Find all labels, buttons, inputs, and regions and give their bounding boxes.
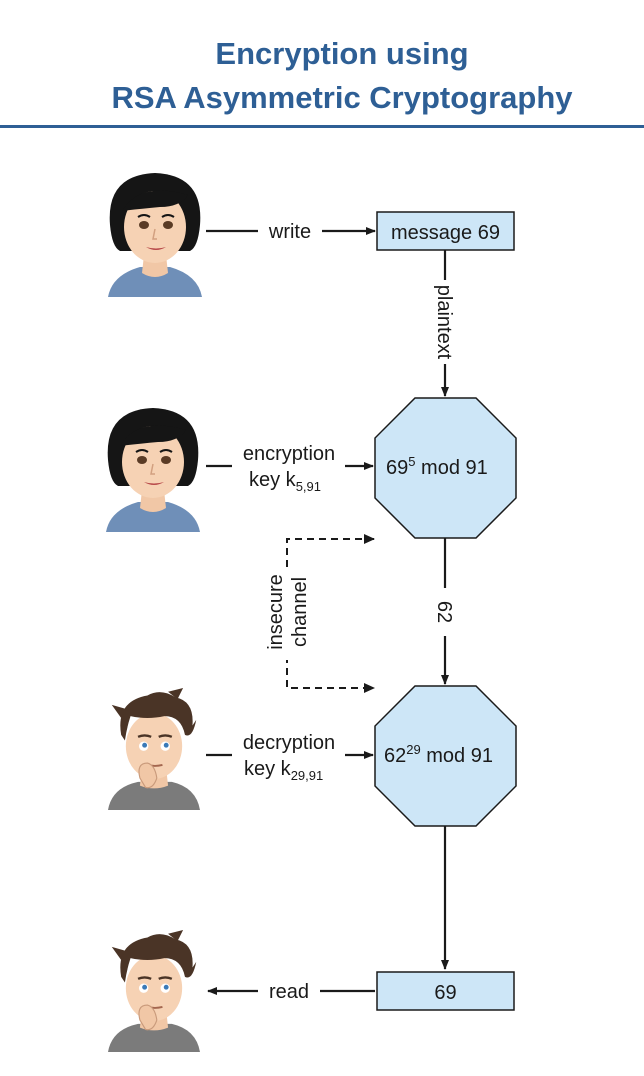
decryption-formula: 6229 mod 91 (384, 742, 493, 767)
title-line-2: RSA Asymmetric Cryptography (111, 80, 573, 115)
decryption-node: 6229 mod 91 (374, 685, 517, 827)
plaintext-edge: plaintext (433, 250, 455, 397)
decryption-key-line1: decryption (243, 732, 335, 754)
encryption-formula: 695 mod 91 (386, 454, 488, 479)
ciphertext-edge: 62 (433, 538, 455, 685)
write-edge: write (206, 221, 376, 243)
encryption-key-line1: encryption (243, 443, 335, 465)
encryption-key-edge: encryption key k5,91 (206, 443, 374, 494)
ciphertext-label: 62 (433, 601, 455, 623)
title-line-1: Encryption using (215, 36, 469, 71)
man-avatar-icon (106, 688, 202, 810)
encryption-node: 695 mod 91 (374, 397, 517, 539)
read-label: read (269, 981, 309, 1003)
woman-avatar-icon (105, 407, 201, 532)
channel-label-line1: insecure (265, 574, 287, 650)
message-box: message 69 (376, 211, 515, 251)
insecure-channel: insecure channel (262, 534, 375, 693)
read-edge: read (207, 981, 375, 1003)
result-label: 69 (434, 982, 456, 1004)
title-underline (0, 125, 644, 128)
message-label: message 69 (391, 222, 500, 244)
decryption-key-edge: decryption key k29,91 (206, 732, 374, 783)
encryption-key-line2: key k5,91 (249, 469, 321, 494)
result-box: 69 (376, 971, 515, 1011)
decryption-key-line2: key k29,91 (244, 758, 323, 783)
woman-avatar-icon (107, 172, 203, 297)
man-avatar-icon (106, 930, 202, 1052)
plaintext-label: plaintext (433, 285, 455, 360)
channel-label-line2: channel (289, 577, 311, 647)
write-label: write (268, 221, 311, 243)
